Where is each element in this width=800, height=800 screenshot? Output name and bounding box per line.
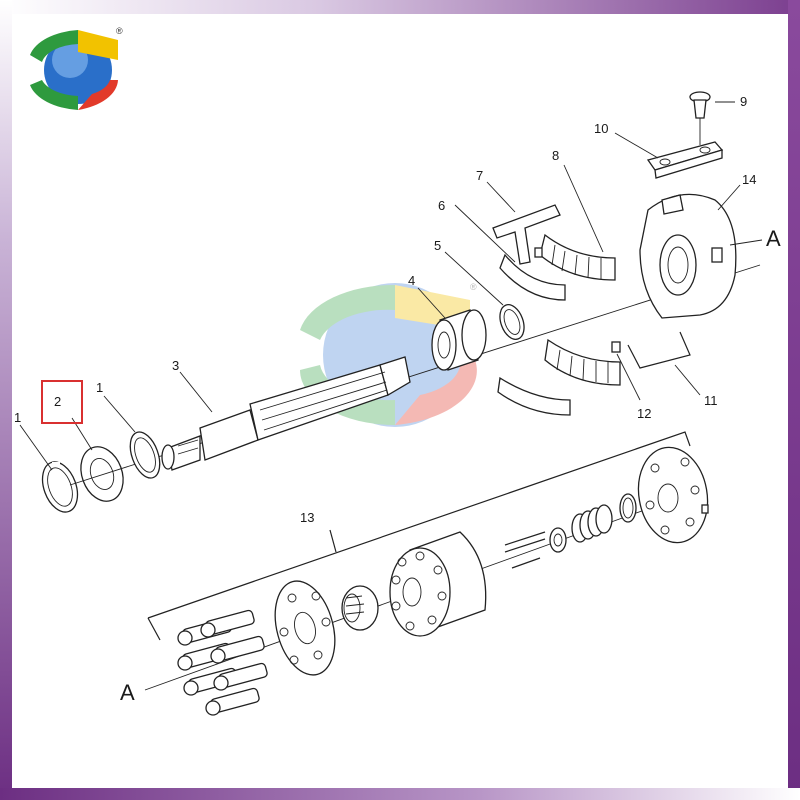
callout-5: 5 (434, 238, 441, 253)
callout-1-right: 1 (96, 380, 103, 395)
callout-9: 9 (740, 94, 747, 109)
callout-6: 6 (438, 198, 445, 213)
thrust-washer-2 (80, 446, 124, 502)
screw-9 (689, 91, 711, 119)
highlight-box-part-2 (41, 380, 83, 424)
roller-bearing-4 (431, 309, 487, 371)
watermark-registered-mark: ® (470, 282, 477, 292)
pin-11 (627, 331, 691, 369)
bearing-half-lower (497, 376, 571, 416)
barrel-pins (504, 531, 546, 569)
piston-set (177, 609, 268, 716)
section-marker-a-bottom: A (120, 680, 135, 705)
frame-left-border (0, 0, 12, 800)
logo-registered-mark: ® (116, 26, 123, 36)
callout-2: 2 (54, 394, 61, 409)
roller-cage-8 (534, 233, 616, 281)
callout-12: 12 (637, 406, 651, 421)
frame-bottom-border (0, 788, 800, 800)
bracket-7 (492, 204, 561, 265)
snap-ring-1-right (129, 431, 161, 479)
frame-top-border (0, 0, 800, 14)
shoe-retainer-plate (274, 580, 336, 676)
retainer-plate-10 (646, 141, 724, 179)
callout-14: 14 (742, 172, 756, 187)
callout-8: 8 (552, 148, 559, 163)
callout-13: 13 (300, 510, 314, 525)
callout-1-left: 1 (14, 410, 21, 425)
spherical-bushing (341, 585, 379, 631)
spring-snap-ring (619, 493, 637, 523)
snap-ring-5 (499, 304, 525, 340)
section-marker-a-top: A (766, 226, 781, 251)
roller-cage-lower (544, 338, 621, 386)
callout-7: 7 (476, 168, 483, 183)
callout-10: 10 (594, 121, 608, 136)
swashplate-14 (639, 193, 737, 319)
spring-washer (549, 527, 567, 553)
callout-11: 11 (704, 393, 718, 408)
callout-4: 4 (408, 273, 415, 288)
barrel-spring (571, 504, 613, 543)
cylinder-barrel (389, 531, 487, 637)
bearing-half-6 (499, 253, 566, 301)
brand-logo: ® (30, 26, 123, 110)
frame-right-border (788, 0, 800, 800)
valve-plate (637, 446, 709, 544)
snap-ring-1-left (41, 461, 79, 513)
drive-shaft-3 (161, 356, 411, 471)
group-bracket-13 (147, 431, 691, 641)
callout-3: 3 (172, 358, 179, 373)
